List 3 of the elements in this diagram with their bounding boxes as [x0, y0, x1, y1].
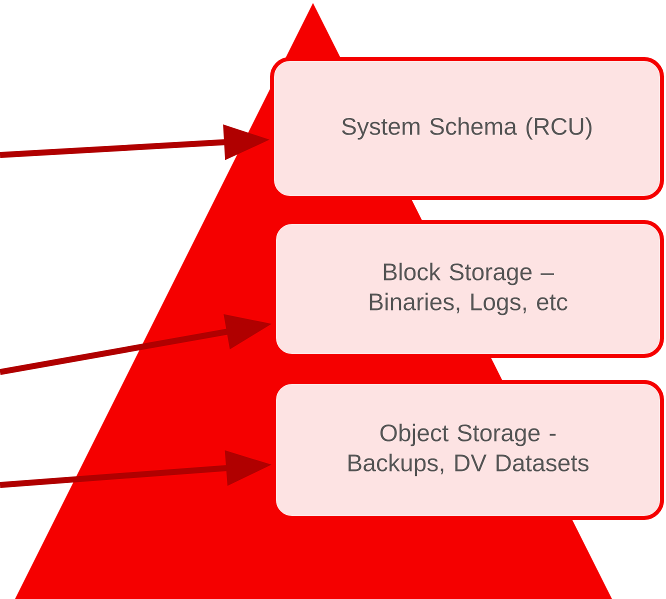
storage-box: Object Storage - Backups, DV Datasets	[272, 380, 664, 520]
storage-box: System Schema (RCU)	[270, 57, 664, 200]
storage-box: Block Storage – Binaries, Logs, etc	[272, 220, 664, 358]
